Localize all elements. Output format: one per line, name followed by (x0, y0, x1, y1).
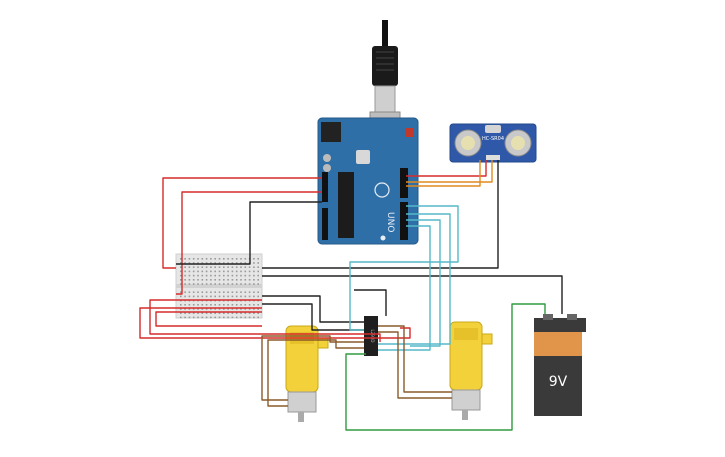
wire-blue-echo[interactable] (378, 213, 451, 345)
wire-red-bb-loop-3[interactable] (155, 311, 262, 327)
wire-brown-motor-left-2[interactable] (267, 339, 364, 407)
motor-driver-chip[interactable]: L293D (364, 316, 378, 356)
wire-brown-motor-right-1[interactable] (378, 325, 452, 393)
wire-brown-motor-right-2[interactable] (378, 331, 452, 399)
wire-black-battery[interactable] (262, 275, 563, 314)
wire-red-bb-loop-2[interactable] (139, 307, 411, 339)
wire-black-sensor-gnd[interactable] (262, 160, 499, 269)
dc-gear-motor-right[interactable] (449, 321, 493, 420)
sensor-model-label: HC-SR04 (482, 136, 504, 142)
wire-red-5v[interactable] (162, 177, 322, 269)
arduino-uno-board[interactable]: UNO (317, 117, 419, 245)
battery-9v[interactable]: 9V (534, 314, 586, 416)
ultrasonic-sensor[interactable]: HC-SR04 (449, 123, 537, 163)
arduino-model-label: UNO (385, 212, 395, 232)
wire-black-driver-2[interactable] (262, 303, 364, 331)
atmega-chip (338, 172, 354, 238)
wire-red-vin[interactable] (176, 191, 322, 295)
arduino-logo-icon (374, 182, 390, 198)
wire-blue-d3[interactable] (406, 219, 441, 347)
wire-green-battery[interactable] (345, 303, 546, 431)
driver-chip-label: L293D (370, 330, 375, 343)
wire-red-sensor-vcc[interactable] (406, 160, 487, 177)
dc-gear-motor-left[interactable] (285, 325, 329, 422)
wire-black-gnd[interactable] (176, 201, 322, 265)
wire-orange-sensor-2[interactable] (406, 160, 481, 187)
wire-black-driver-3[interactable] (354, 289, 387, 316)
battery-voltage-label: 9V (549, 374, 568, 390)
wire-blue-trig[interactable] (349, 205, 459, 331)
wire-orange-sensor-1[interactable] (406, 160, 493, 183)
reset-button[interactable] (405, 128, 414, 137)
wire-red-bb-loop-1[interactable] (149, 299, 381, 342)
wire-black-driver-1[interactable] (262, 295, 364, 323)
